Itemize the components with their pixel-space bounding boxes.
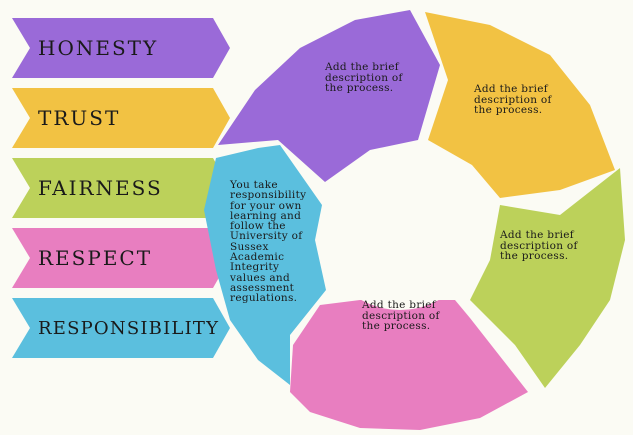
cycle-segment-purple <box>218 10 440 182</box>
banner-shape <box>12 298 230 358</box>
cycle-description-blue: You take responsibility for your own lea… <box>230 179 307 305</box>
value-label: HONESTY <box>38 36 158 60</box>
value-label: RESPONSIBILITY <box>38 318 219 339</box>
cycle-description-pink: Add the brief description of the process… <box>362 299 440 332</box>
banner-shape <box>12 228 230 288</box>
cycle-description-green: Add the brief description of the process… <box>500 229 578 262</box>
cycle-segment-pink <box>290 300 528 430</box>
cycle-segment-blue <box>204 145 326 385</box>
value-banner-honesty: HONESTY <box>12 18 230 78</box>
value-banner-fairness: FAIRNESS <box>12 158 230 218</box>
cycle-center <box>320 150 480 310</box>
cycle-description-yellow: Add the brief description of the process… <box>474 83 552 116</box>
value-banner-trust: TRUST <box>12 88 230 148</box>
value-label: RESPECT <box>38 246 152 270</box>
banner-shape <box>12 158 230 218</box>
cycle-description-purple: Add the brief description of the process… <box>325 61 403 94</box>
cycle-segment-green <box>470 168 625 388</box>
value-label: FAIRNESS <box>38 176 163 200</box>
banner-shape <box>12 88 230 148</box>
value-banner-responsibility: RESPONSIBILITY <box>12 298 230 358</box>
cycle-segment-yellow <box>425 12 615 198</box>
value-label: TRUST <box>38 106 120 130</box>
banner-shape <box>12 18 230 78</box>
value-banner-respect: RESPECT <box>12 228 230 288</box>
